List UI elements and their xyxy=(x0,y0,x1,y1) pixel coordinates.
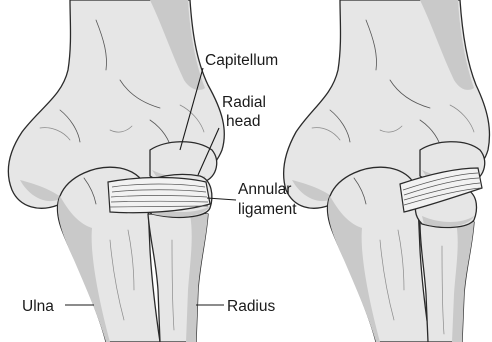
label-radius: Radius xyxy=(227,298,275,315)
label-ulna: Ulna xyxy=(22,298,54,315)
right-elbow-illustration xyxy=(284,0,490,342)
label-radial-head-line1: Radial xyxy=(222,94,266,111)
label-annular-line1: Annular xyxy=(238,181,291,198)
label-annular-line2: ligament xyxy=(238,201,297,218)
left-annular-ligament xyxy=(108,178,210,213)
label-radial-head-line2: head xyxy=(226,113,260,130)
left-elbow-illustration xyxy=(8,0,224,342)
label-capitellum: Capitellum xyxy=(205,52,278,69)
